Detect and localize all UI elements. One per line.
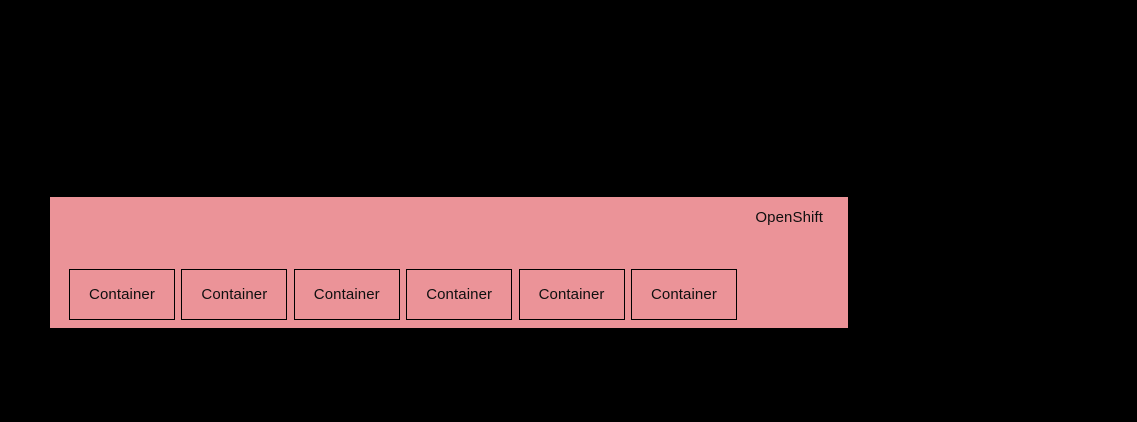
platform-label: OpenShift [755,209,823,226]
openshift-platform-panel: OpenShift Container Container Container … [50,197,848,328]
container-box-label: Container [201,286,268,303]
container-box: Container [293,269,400,320]
container-box: Container [406,269,513,320]
container-box-label: Container [89,286,155,303]
container-box: Container [69,269,175,320]
container-box: Container [630,269,737,320]
container-row: Container Container Container Container … [69,269,737,320]
container-box: Container [518,269,625,320]
container-box: Container [181,269,288,320]
container-box-label: Container [313,286,380,303]
container-box-label: Container [650,286,717,303]
container-box-label: Container [426,286,493,303]
container-box-label: Container [538,286,605,303]
